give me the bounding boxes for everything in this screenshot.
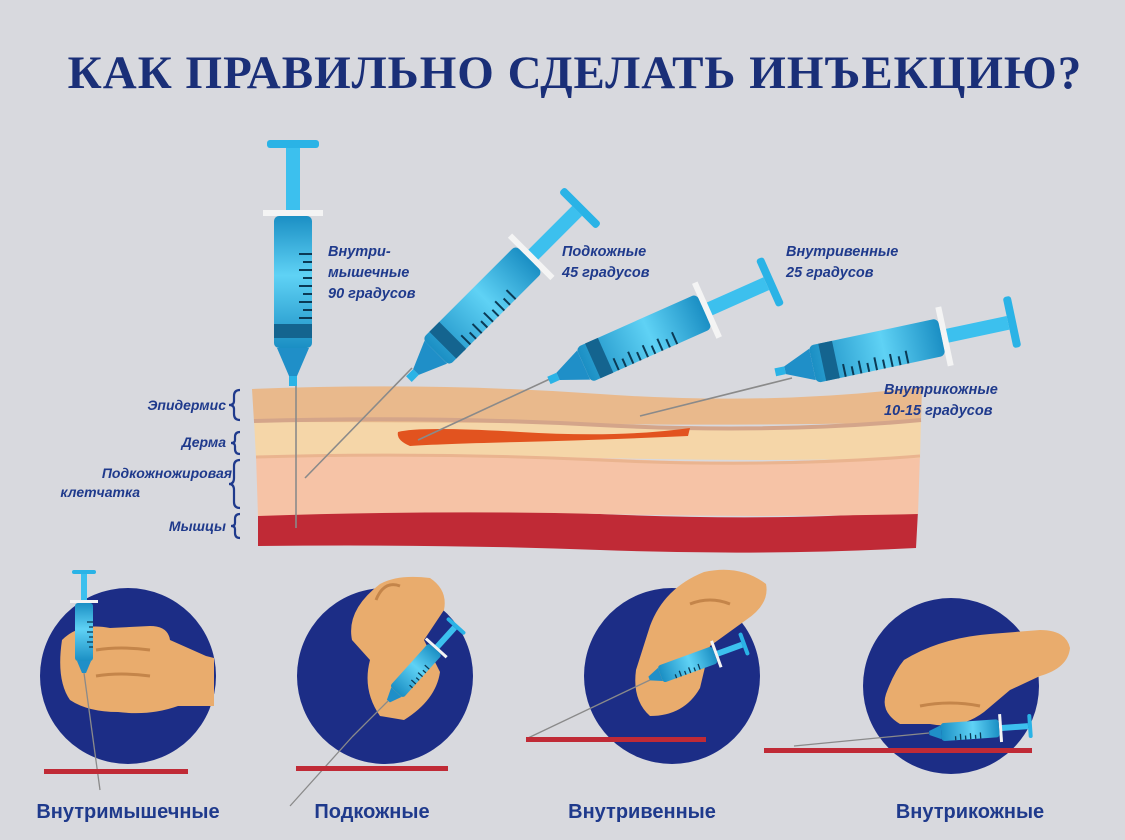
label-intradermal-line1: Внутрикожные	[884, 382, 998, 398]
page-title: Как правильно сделать инъекцию?	[68, 47, 1083, 99]
label-dermis: Дерма	[181, 434, 227, 450]
layer-braces	[228, 388, 241, 540]
skin-line	[296, 766, 448, 771]
syringe-intramuscular	[262, 139, 324, 387]
label-epidermis: Эпидермис	[147, 397, 226, 413]
technique-subcutaneous	[289, 576, 473, 807]
skin-line	[44, 769, 188, 774]
label-intradermal-line2: 10-15 градусов	[884, 403, 993, 419]
muscle-layer	[258, 509, 918, 553]
label-intramuscular-line1: Внутри-	[328, 244, 391, 260]
label-intravenous-line1: Внутривенные	[786, 244, 898, 260]
label-subcutaneous-line2: 45 градусов	[561, 265, 650, 281]
caption-intradermal: Внутрикожные	[896, 801, 1044, 823]
technique-intramuscular	[40, 569, 216, 791]
needle-intravenous	[417, 377, 553, 441]
hand-icon	[351, 576, 445, 720]
needle-subcutaneous	[304, 367, 413, 479]
hand-icon	[60, 626, 215, 714]
label-intravenous-line2: 25 градусов	[785, 265, 874, 281]
label-muscle: Мышцы	[169, 518, 226, 534]
label-subcutaneous-line1: Подкожножировая	[102, 465, 232, 481]
label-subcutaneous-line1: Подкожные	[562, 244, 646, 260]
caption-subcutaneous: Подкожные	[314, 801, 429, 823]
caption-intravenous: Внутривенные	[568, 801, 716, 823]
technique-intradermal	[764, 598, 1070, 774]
epidermis-layer	[252, 386, 922, 425]
label-subcutaneous-line2: клетчатка	[60, 484, 140, 500]
caption-intramuscular: Внутримышечные	[36, 801, 219, 823]
subcutaneous-layer	[256, 452, 920, 516]
label-intramuscular-line2: мышечные	[328, 265, 409, 281]
technique-intravenous	[526, 569, 767, 764]
label-intramuscular-line3: 90 градусов	[328, 286, 416, 302]
layer-labels: Эпидермис Дерма Подкожножировая клетчатк…	[60, 397, 232, 534]
needle-intradermal	[639, 377, 793, 417]
hand-icon	[884, 630, 1070, 726]
skin-line	[764, 748, 1032, 753]
skin-line	[526, 737, 706, 742]
skin-cross-section	[252, 386, 922, 553]
vein	[397, 428, 690, 446]
